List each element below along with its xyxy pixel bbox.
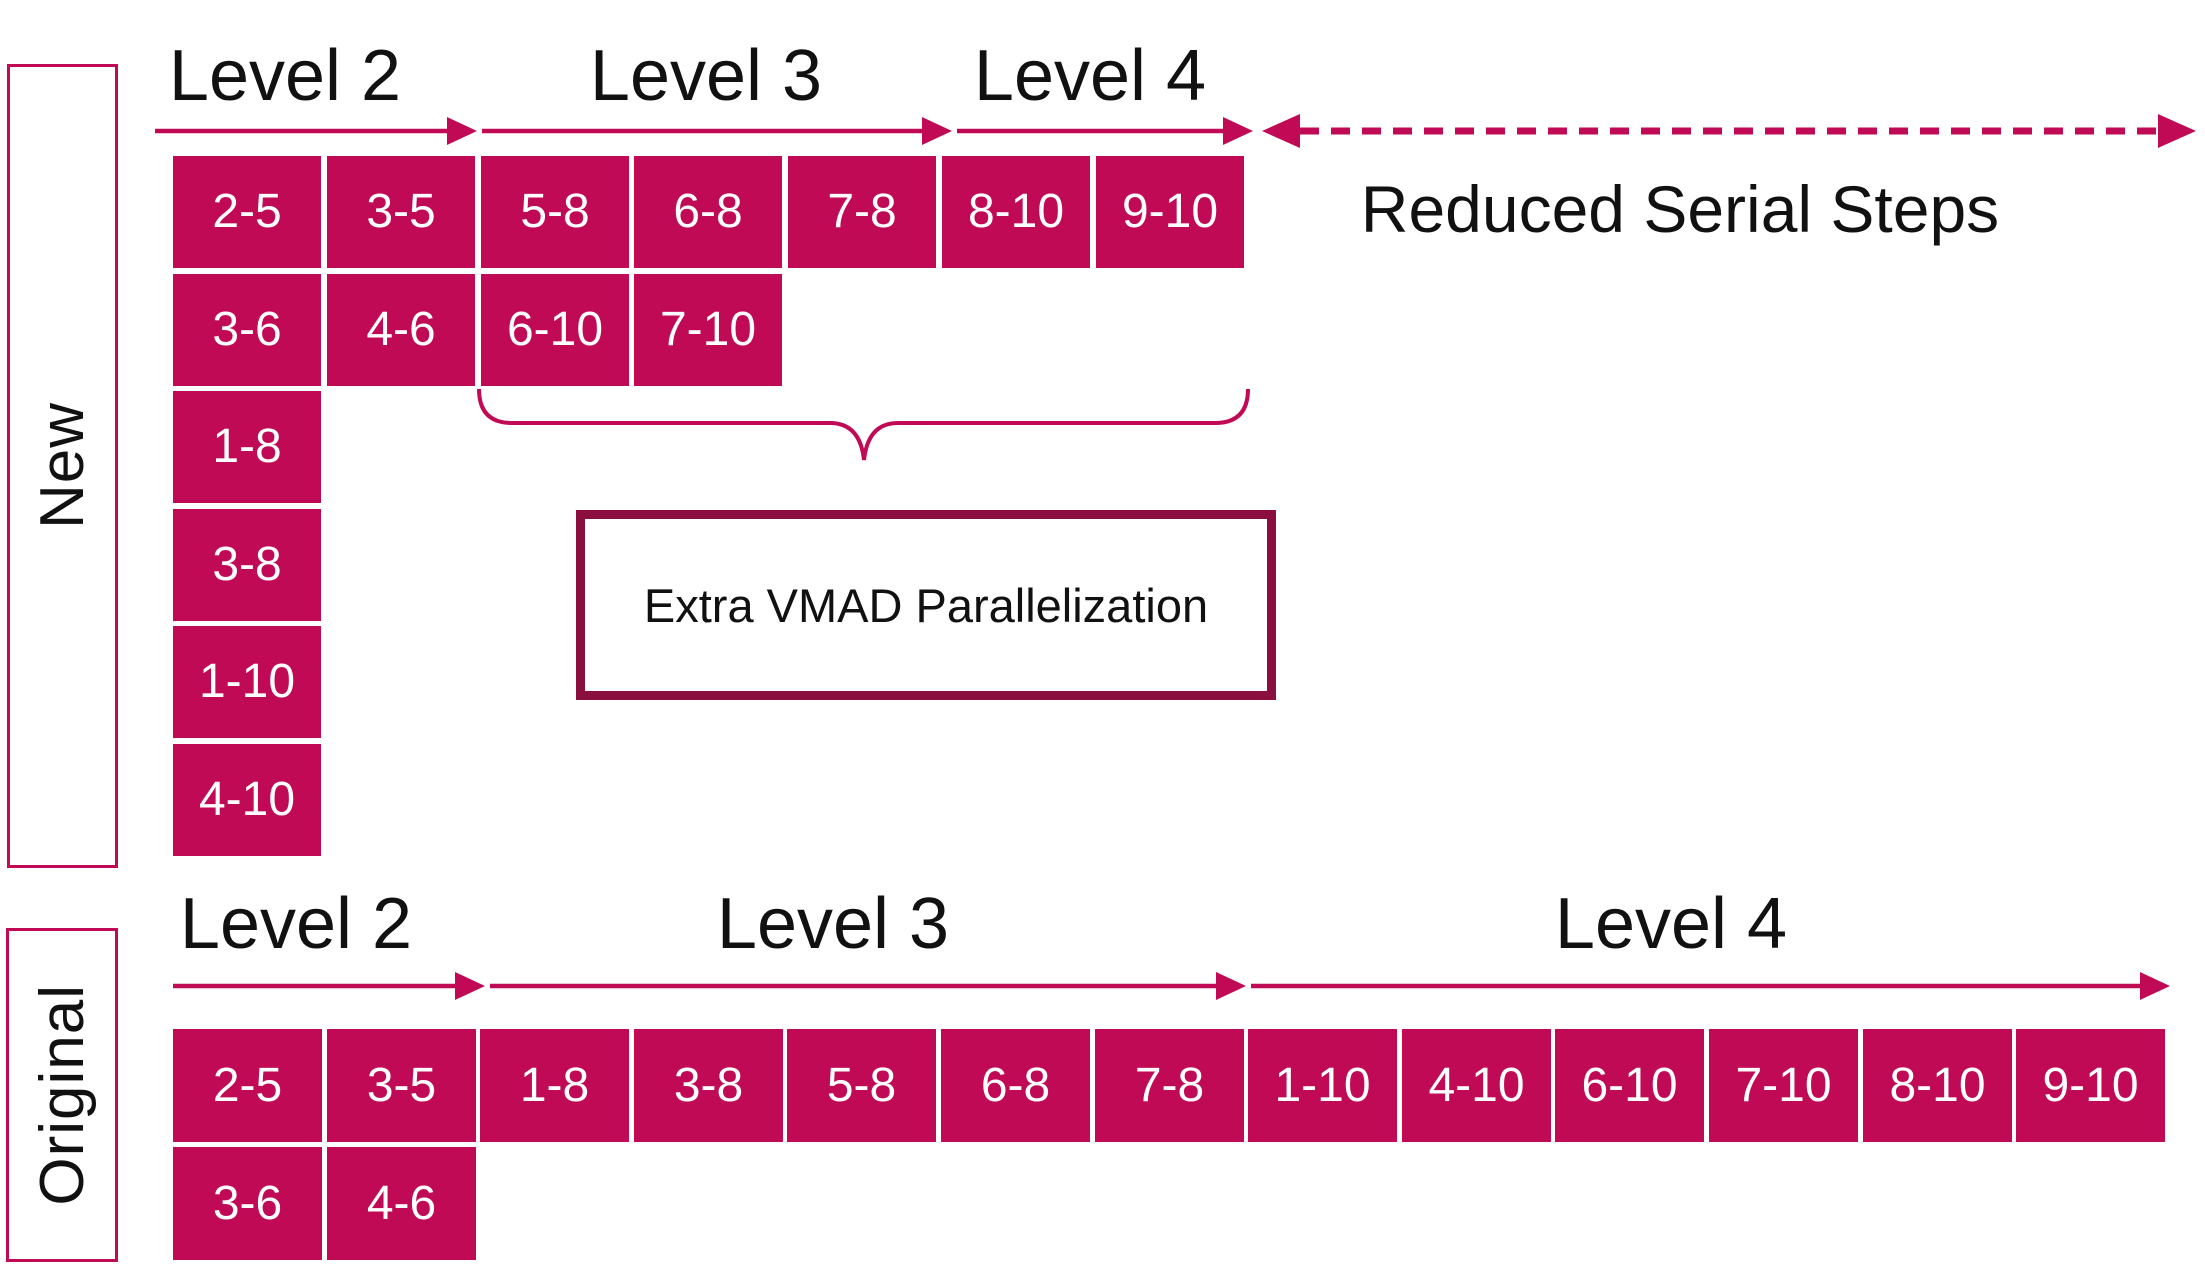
task-box-4-6: 4-6 [327,274,475,386]
header-level2-new: Level 2 [168,36,402,116]
task-box-7-10: 7-10 [634,274,782,386]
task-box-8-10: 8-10 [942,156,1090,268]
level4-arrow-new [957,117,1253,145]
reduced-serial-steps-arrow [1262,114,2196,148]
original-section-label: Original [27,984,97,1206]
task-box-1-10: 1-10 [173,626,321,738]
level3-arrow-new [482,117,952,145]
task-box-2-5: 2-5 [173,156,321,268]
task-box-4-10: 4-10 [173,744,321,856]
task-box-1-8: 1-8 [480,1029,629,1142]
task-box-1-8: 1-8 [173,391,321,503]
task-box-3-6: 3-6 [173,274,321,386]
task-box-8-10: 8-10 [1863,1029,2012,1142]
task-box-3-8: 3-8 [634,1029,783,1142]
task-box-5-8: 5-8 [481,156,629,268]
task-box-6-10: 6-10 [1555,1029,1704,1142]
task-box-3-6: 3-6 [173,1147,322,1260]
header-level2-original: Level 2 [179,884,413,964]
extra-vmad-parallelization-box: Extra VMAD Parallelization [576,510,1276,700]
task-box-6-8: 6-8 [634,156,782,268]
header-level3-new: Level 3 [589,36,823,116]
task-box-7-8: 7-8 [788,156,936,268]
task-box-4-10: 4-10 [1402,1029,1551,1142]
task-box-7-10: 7-10 [1709,1029,1858,1142]
task-box-1-10: 1-10 [1248,1029,1397,1142]
task-box-9-10: 9-10 [1096,156,1244,268]
reduced-serial-steps-label: Reduced Serial Steps [1360,172,2000,246]
header-level4-original: Level 4 [1554,884,1788,964]
task-box-3-8: 3-8 [173,509,321,621]
level2-arrow-original [173,972,485,1000]
task-box-5-8: 5-8 [787,1029,936,1142]
header-level4-new: Level 4 [973,36,1207,116]
task-box-6-10: 6-10 [481,274,629,386]
vmad-brace [477,388,1250,461]
new-section-label-box: New [7,64,118,868]
task-box-3-5: 3-5 [327,1029,476,1142]
level2-arrow-new [155,117,477,145]
level4-arrow-original [1251,972,2170,1000]
task-box-6-8: 6-8 [941,1029,1090,1142]
task-box-4-6: 4-6 [327,1147,476,1260]
task-box-9-10: 9-10 [2016,1029,2165,1142]
task-box-2-5: 2-5 [173,1029,322,1142]
extra-vmad-parallelization-label: Extra VMAD Parallelization [643,578,1209,632]
task-box-3-5: 3-5 [327,156,475,268]
new-section-label: New [28,402,97,530]
level3-arrow-original [490,972,1246,1000]
task-box-7-8: 7-8 [1095,1029,1244,1142]
header-level3-original: Level 3 [716,884,950,964]
original-section-label-box: Original [6,928,118,1262]
